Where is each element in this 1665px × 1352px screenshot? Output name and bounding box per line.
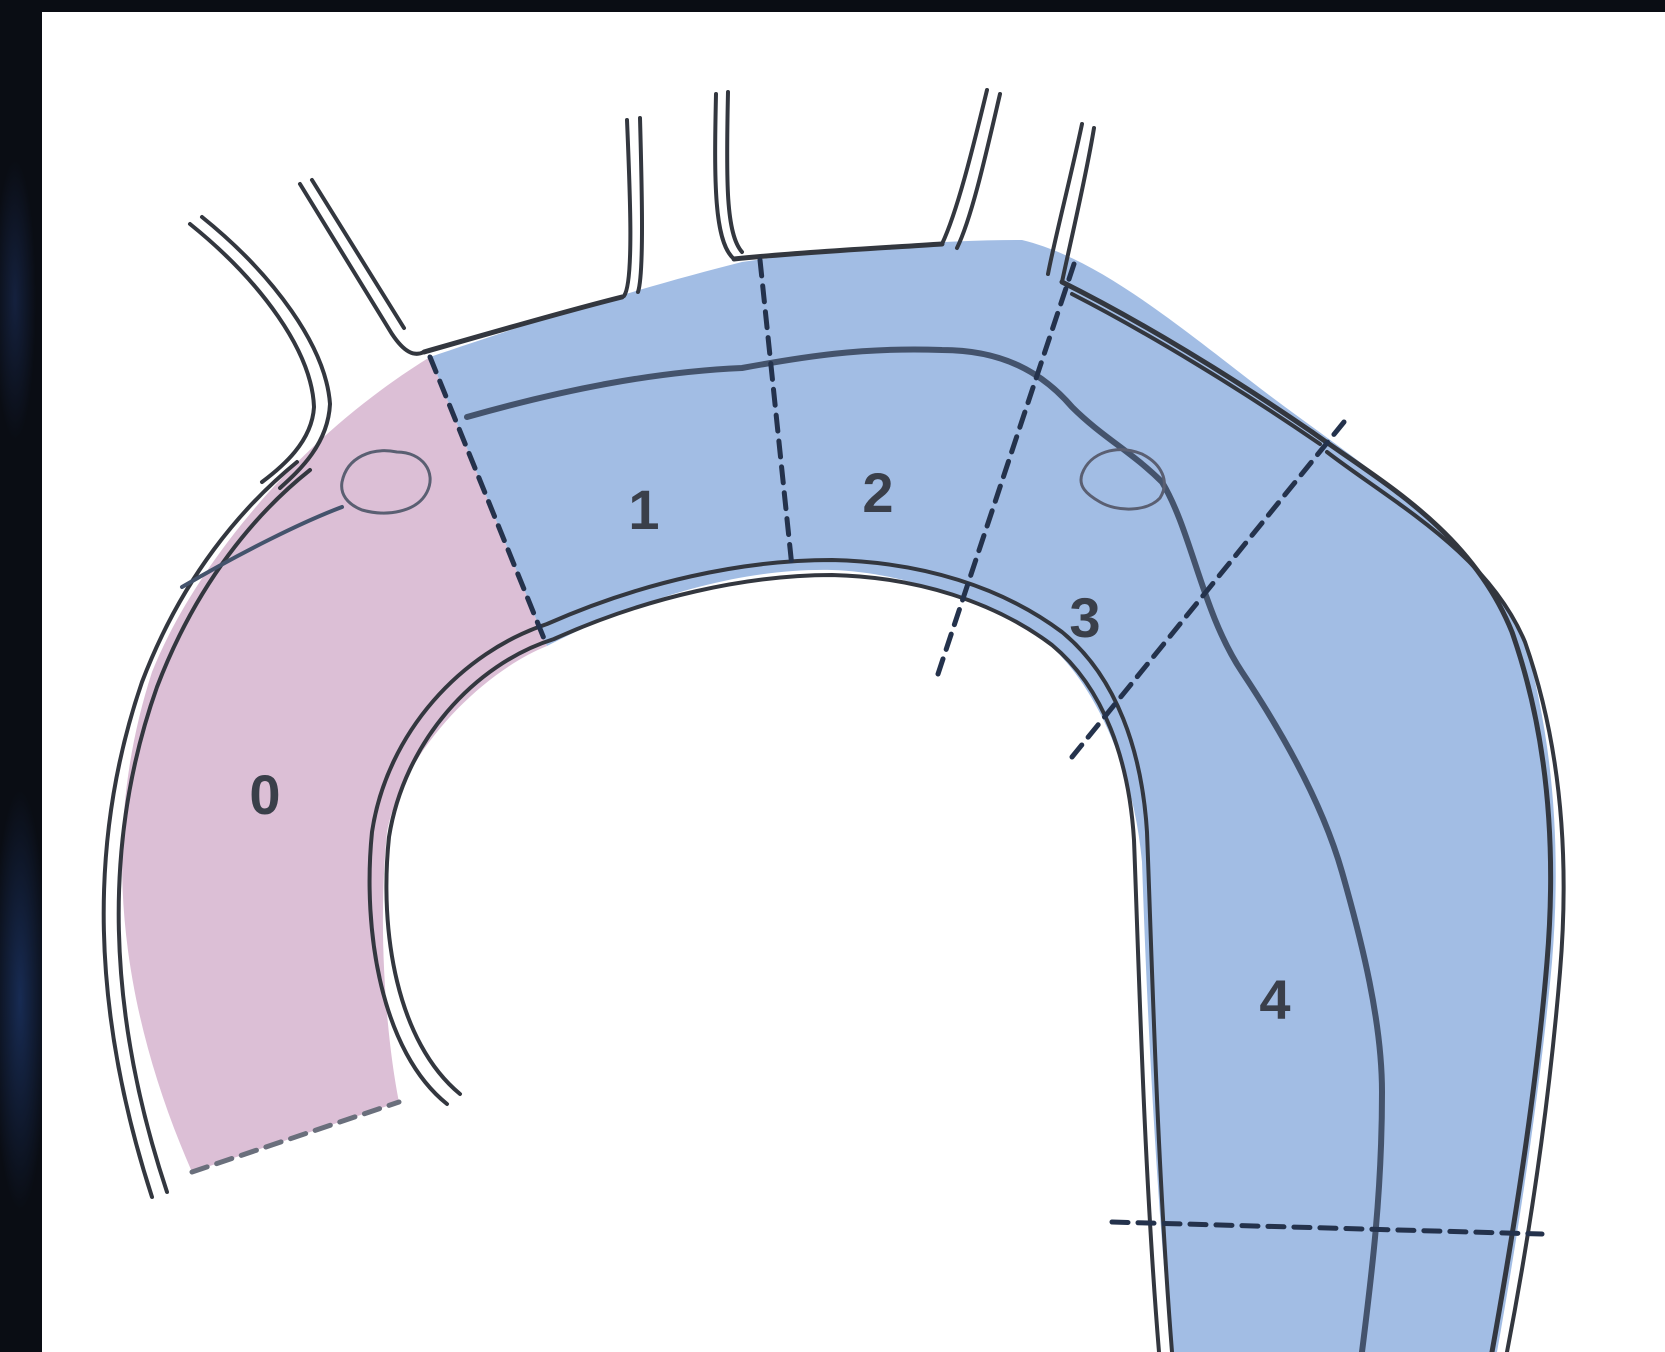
zone-1-4-region — [430, 240, 1556, 1352]
zone-4-label: 4 — [1259, 968, 1290, 1031]
diagram-panel: 0 1 2 3 4 — [42, 12, 1665, 1352]
zone-3-label: 3 — [1069, 586, 1100, 649]
zone-2-label: 2 — [862, 461, 893, 524]
left-common-carotid — [624, 118, 642, 296]
aortic-arch-zones-diagram: 0 1 2 3 4 — [42, 12, 1665, 1352]
brachiocephalic-trunk — [300, 180, 424, 354]
coronary-vessel-left — [190, 217, 330, 488]
zone-0-label: 0 — [249, 763, 280, 826]
zone-1-label: 1 — [628, 478, 659, 541]
left-vertebral-vessel — [715, 92, 742, 259]
left-subclavian-artery — [942, 90, 1000, 248]
